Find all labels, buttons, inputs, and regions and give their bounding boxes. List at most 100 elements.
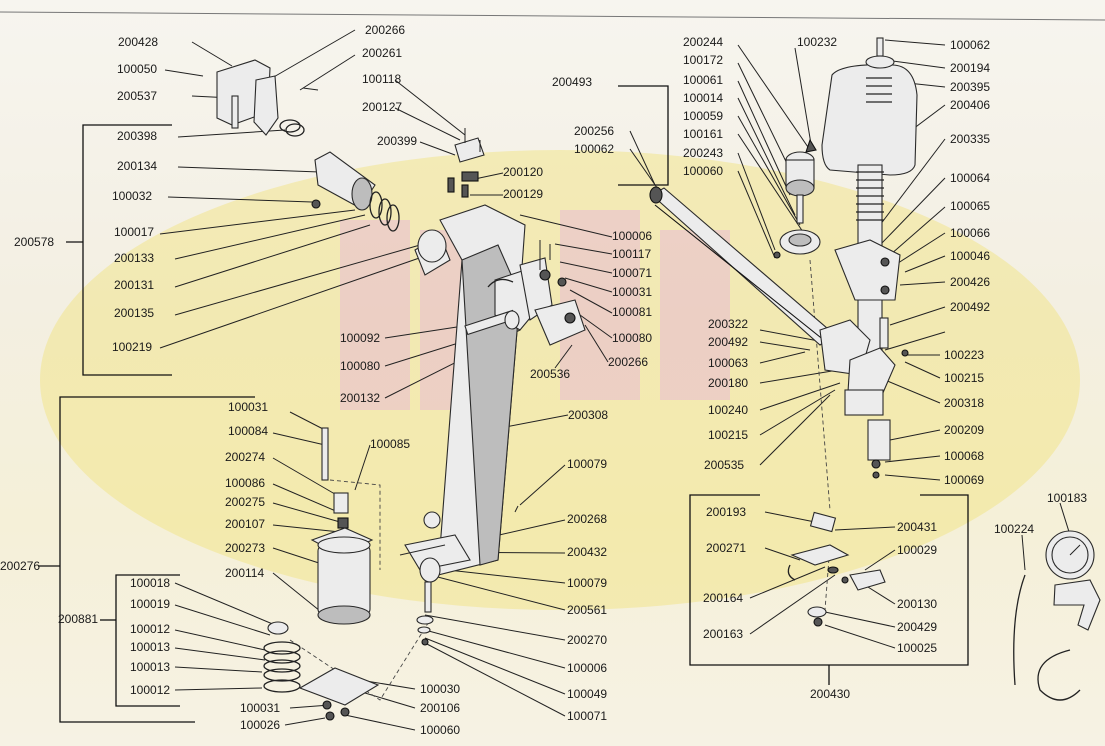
part-label: 200406 (950, 98, 991, 112)
part-label: 100092 (340, 331, 381, 345)
part-label: 200399 (377, 134, 418, 148)
part-label: 100030 (420, 682, 461, 696)
gauge-hose (1013, 530, 1101, 701)
column-assembly (773, 37, 918, 479)
part-label: 200308 (568, 408, 609, 422)
part-label: 100079 (567, 576, 608, 590)
part-label: 200578 (14, 235, 55, 249)
part-label: 100006 (567, 661, 608, 675)
part-label: 200132 (340, 391, 381, 405)
part-label: 200429 (897, 620, 938, 634)
part-label: 100049 (567, 687, 608, 701)
part-label: 100215 (708, 428, 749, 442)
part-label: 100013 (130, 640, 171, 654)
part-label: 100012 (130, 683, 171, 697)
part-label: 200270 (567, 633, 608, 647)
leader-lines (159, 29, 1071, 731)
part-label: 100081 (612, 305, 653, 319)
part-label: 100224 (994, 522, 1035, 536)
part-label: 200209 (944, 423, 985, 437)
part-label: 200256 (574, 124, 615, 138)
part-label: 100066 (950, 226, 991, 240)
part-label: 200180 (708, 376, 749, 390)
part-label: 200318 (944, 396, 985, 410)
part-label: 200322 (708, 317, 749, 331)
part-label: 100232 (797, 35, 838, 49)
part-label: 200426 (950, 275, 991, 289)
part-label: 100025 (897, 641, 938, 655)
head-assembly (216, 59, 485, 276)
part-label: 100012 (130, 622, 171, 636)
part-label: 100062 (950, 38, 991, 52)
part-label: 100085 (370, 437, 411, 451)
part-label: 100013 (130, 660, 171, 674)
part-label: 200261 (362, 46, 403, 60)
part-label: 100172 (683, 53, 724, 67)
part-label: 100223 (944, 348, 985, 362)
part-label: 100031 (228, 400, 269, 414)
valve-assembly (787, 511, 886, 627)
part-label: 200130 (897, 597, 938, 611)
part-label: 200164 (703, 591, 744, 605)
part-label: 100060 (683, 164, 724, 178)
part-label: 100059 (683, 109, 724, 123)
part-label: 100031 (240, 701, 281, 715)
part-label: 200492 (950, 300, 991, 314)
part-label: 100080 (340, 359, 381, 373)
part-label: 100215 (944, 371, 985, 385)
part-label: 100080 (612, 331, 653, 345)
part-label: 200881 (58, 612, 99, 626)
part-label: 200194 (950, 61, 991, 75)
part-label: 100026 (240, 718, 281, 732)
part-label: 100219 (112, 340, 153, 354)
part-label: 100029 (897, 543, 938, 557)
part-label: 200431 (897, 520, 938, 534)
part-label: 100069 (944, 473, 985, 487)
part-label: 200335 (950, 132, 991, 146)
part-label: 100063 (708, 356, 749, 370)
part-label: 200106 (420, 701, 461, 715)
part-label: 100068 (944, 449, 985, 463)
part-label: 200193 (706, 505, 747, 519)
part-label: 200561 (567, 603, 608, 617)
main-frame (404, 204, 586, 576)
part-label: 100071 (612, 266, 653, 280)
part-label: 200268 (567, 512, 608, 526)
part-label: 100032 (112, 189, 153, 203)
part-label: 200492 (708, 335, 749, 349)
part-label: 200129 (503, 187, 544, 201)
part-label: 100079 (567, 457, 608, 471)
part-label: 200398 (117, 129, 158, 143)
part-label: 100061 (683, 73, 724, 87)
part-label: 200273 (225, 541, 266, 555)
part-label: 100064 (950, 171, 991, 185)
part-label: 200163 (703, 627, 744, 641)
part-label: 200432 (567, 545, 608, 559)
part-label: 200274 (225, 450, 266, 464)
part-label: 100118 (362, 72, 402, 86)
group-brackets (38, 85, 969, 723)
part-label: 200134 (117, 159, 158, 173)
part-label: 100014 (683, 91, 724, 105)
part-label: 100240 (708, 403, 749, 417)
part-label: 200107 (225, 517, 266, 531)
part-label: 100050 (117, 62, 158, 76)
part-label: 100062 (574, 142, 615, 156)
part-label: 200243 (683, 146, 724, 160)
part-label: 100117 (612, 247, 652, 261)
part-label: 200131 (114, 278, 155, 292)
part-label: 200430 (810, 687, 851, 701)
part-label: 200537 (117, 89, 158, 103)
part-label: 100018 (130, 576, 171, 590)
part-label: 200275 (225, 495, 266, 509)
part-label: 200266 (365, 23, 406, 37)
part-label: 100006 (612, 229, 653, 243)
part-label: 100031 (612, 285, 653, 299)
part-label: 200535 (704, 458, 745, 472)
part-label: 200244 (683, 35, 724, 49)
part-label: 200114 (225, 566, 265, 580)
part-label: 200120 (503, 165, 544, 179)
part-label: 200266 (608, 355, 649, 369)
